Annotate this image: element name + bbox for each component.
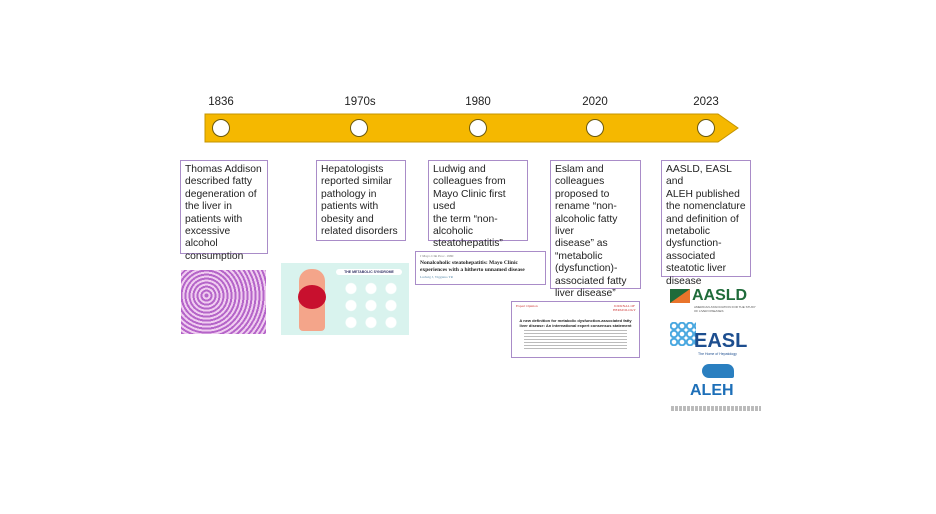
year-label: 1980 (465, 96, 491, 108)
article2-journal: JOURNAL OF HEPATOLOGY (613, 304, 636, 312)
easl-mark (670, 322, 696, 346)
aleh-logo: ALEH (690, 364, 750, 404)
aleh-subtitle (671, 406, 761, 411)
year-label: 1836 (208, 96, 234, 108)
timeline-marker (350, 119, 368, 137)
event-box-2020: Eslam and colleagues proposed to rename … (550, 160, 641, 299)
event-box-1970s: Hepatologists reported similar pathology… (316, 160, 406, 241)
author-list (524, 330, 627, 350)
easl-subtitle: The Home of Hepatology (698, 352, 737, 356)
article1-title: Nonalcoholic steatohepatitis: Mayo Clini… (420, 260, 525, 273)
liver-mark (702, 364, 734, 378)
event-box-1980: Ludwig and colleagues from Mayo Clinic f… (428, 160, 528, 249)
aasld-logo: AASLD AMERICAN ASSOCIATION FOR THE STUDY… (670, 287, 762, 313)
metabolic-title: THE METABOLIC SYNDROME (336, 269, 402, 275)
year-label: 1970s (344, 96, 376, 108)
aasld-text: AASLD (692, 287, 748, 304)
timeline-marker (212, 119, 230, 137)
aasld-subtitle: AMERICAN ASSOCIATION FOR THE STUDY OF LI… (694, 305, 756, 313)
timeline-marker (697, 119, 715, 137)
aasld-mark (670, 289, 690, 303)
metabolic-syndrome-image: THE METABOLIC SYNDROME (281, 263, 409, 335)
ludwig-article-image: J Mayo Clin Proc. 1980 Nonalcoholic stea… (415, 251, 546, 285)
year-label: 2020 (582, 96, 608, 108)
year-label: 2023 (693, 96, 719, 108)
event-box-2023: AASLD, EASL and ALEH published the nomen… (661, 160, 751, 287)
easl-logo: EASL The Home of Hepatology (670, 322, 762, 357)
eslam-article-image: Expert Opinion JOURNAL OF HEPATOLOGY A n… (511, 301, 640, 358)
aleh-text: ALEH (690, 382, 734, 399)
article2-title: A new definition for metabolic dysfuncti… (519, 318, 632, 328)
timeline-marker (586, 119, 604, 137)
easl-text: EASL (694, 330, 748, 352)
event-box-1836: Thomas Addison described fatty degenerat… (180, 160, 268, 262)
histology-image (181, 270, 266, 334)
timeline-marker (469, 119, 487, 137)
article2-label: Expert Opinion (516, 304, 538, 308)
apple-icon (298, 285, 326, 309)
condition-icons (341, 280, 401, 330)
